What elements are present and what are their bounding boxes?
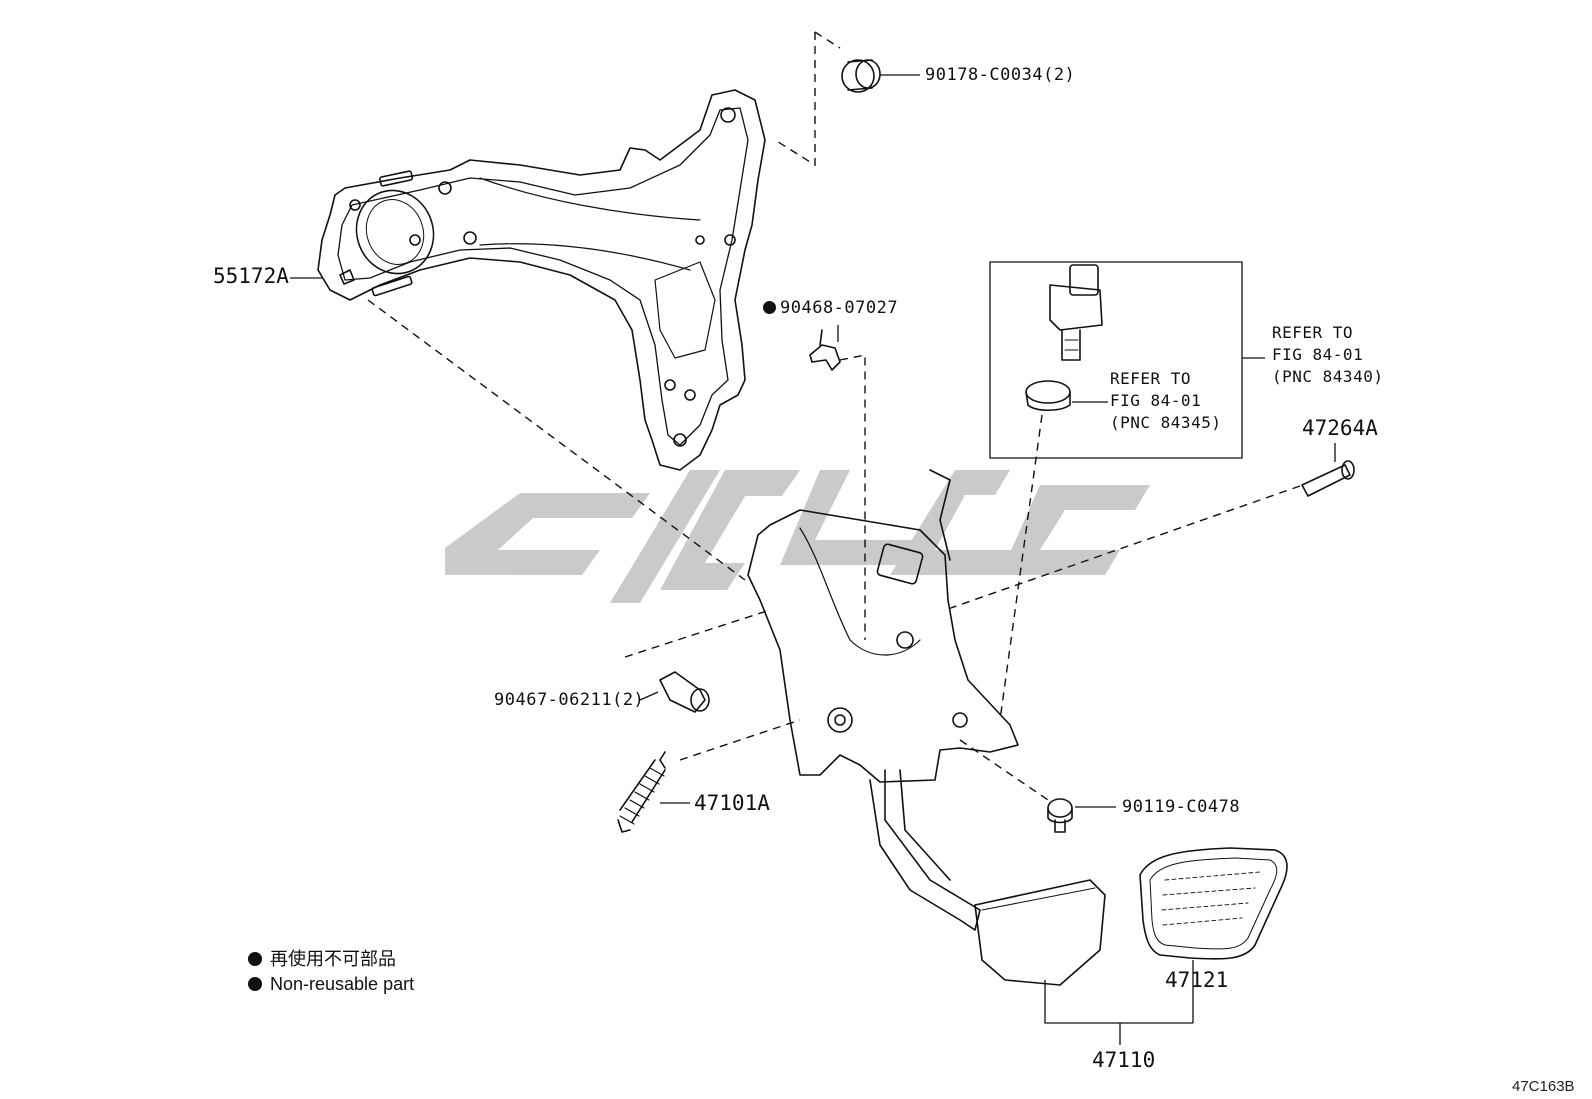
- non-reusable-dot-icon: [763, 301, 776, 314]
- pedal-assembly-drawing: [747, 469, 1106, 986]
- pad-47121-drawing: [1139, 847, 1288, 960]
- label-bolt-90119[interactable]: 90119-C0478: [1122, 797, 1241, 817]
- legend-japanese: 再使用不可部品: [248, 947, 396, 972]
- stop-lamp-switch-drawing: [1049, 264, 1103, 361]
- pin-47264A-drawing: [1301, 460, 1355, 497]
- clip-90468-drawing: [809, 329, 841, 371]
- label-pin-47264A[interactable]: 47264A: [1302, 416, 1378, 440]
- legend-english-text: Non-reusable part: [270, 974, 415, 994]
- spring-47101A-drawing: [617, 751, 666, 833]
- ref-switch-fig[interactable]: FIG 84-01: [1272, 345, 1364, 364]
- legend-dot-icon: [248, 977, 262, 991]
- legend-dot-icon: [248, 952, 262, 966]
- cushion-90178-drawing: [841, 59, 881, 93]
- ref-nut-title: REFER TO: [1110, 369, 1192, 388]
- label-pad-47121[interactable]: 47121: [1165, 968, 1229, 992]
- label-spring-47101A[interactable]: 47101A: [694, 791, 770, 815]
- bracket-55172A-drawing: [317, 89, 766, 471]
- ref-switch-pnc: (PNC 84340): [1272, 367, 1384, 386]
- ref-nut-pnc: (PNC 84345): [1110, 413, 1222, 432]
- ref-nut-fig[interactable]: FIG 84-01: [1110, 391, 1202, 410]
- label-pedal-assy-47110[interactable]: 47110: [1092, 1048, 1156, 1072]
- label-bushing-90467[interactable]: 90467-06211(2): [494, 690, 645, 710]
- adjusting-nut-drawing: [1025, 380, 1071, 412]
- label-clip-90468[interactable]: 90468-07027: [763, 298, 898, 318]
- clip-part-number: 90468-07027: [780, 298, 899, 318]
- legend-japanese-text: 再使用不可部品: [270, 949, 396, 969]
- bushing-90467-drawing: [659, 671, 710, 713]
- label-bracket-55172A[interactable]: 55172A: [213, 264, 289, 288]
- bolt-90119-drawing: [1047, 798, 1073, 833]
- ref-switch-title: REFER TO: [1272, 323, 1354, 342]
- label-cushion-90178[interactable]: 90178-C0034(2): [925, 65, 1076, 85]
- legend-english: Non-reusable part: [248, 972, 414, 997]
- watermark-logo: [445, 470, 1150, 603]
- figure-code: 47C163B: [1512, 1078, 1575, 1095]
